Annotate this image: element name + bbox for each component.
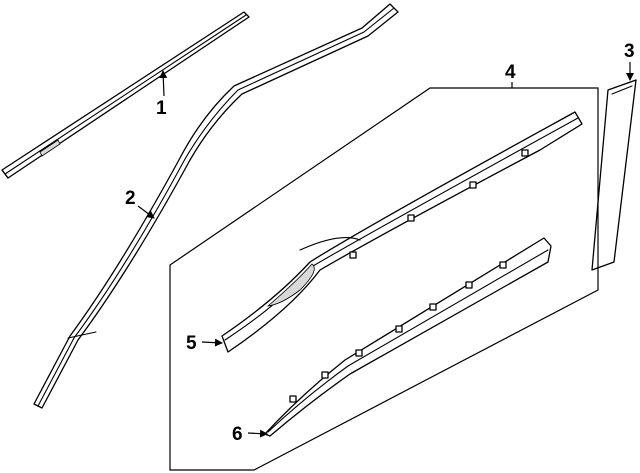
part-6-door-molding <box>264 237 552 437</box>
callout-4: 4 <box>505 62 516 88</box>
callout-6: 6 <box>232 424 268 445</box>
callout-2: 2 <box>125 188 155 219</box>
part-4-kit-outline <box>169 87 599 471</box>
callout-4-label: 4 <box>505 62 516 83</box>
part-5-clips <box>349 149 529 259</box>
callout-1-label: 1 <box>156 98 167 119</box>
callout-5: 5 <box>186 333 223 354</box>
part-1-belt-molding <box>1 11 250 179</box>
part-2-roof-molding <box>33 3 399 409</box>
callout-1: 1 <box>156 70 168 119</box>
part-5-door-molding <box>221 111 583 353</box>
callout-5-label: 5 <box>186 333 197 354</box>
part-6-clips <box>289 261 507 403</box>
callout-6-label: 6 <box>232 424 243 445</box>
part-3-pillar-applique <box>591 79 637 271</box>
callout-3: 3 <box>624 41 635 81</box>
callout-2-label: 2 <box>125 188 136 209</box>
callout-3-label: 3 <box>624 41 635 62</box>
